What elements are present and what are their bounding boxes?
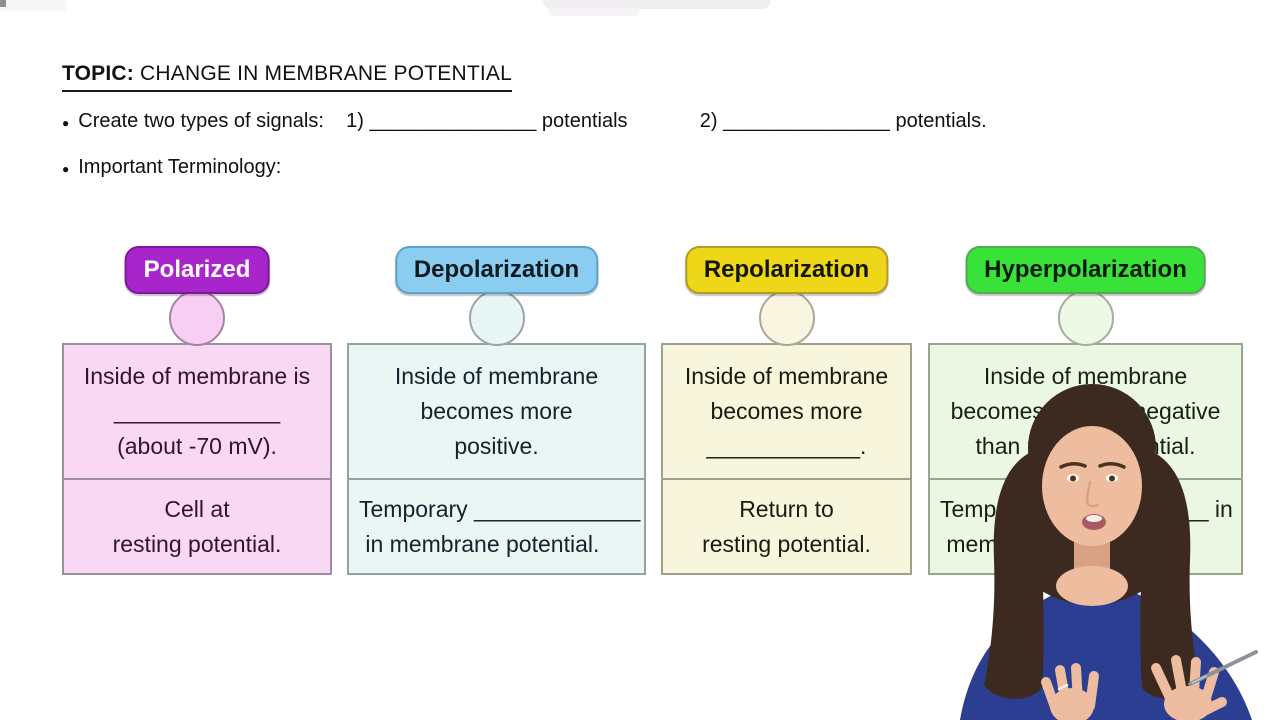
bullet-important-terminology-text: Important Terminology:: [78, 156, 282, 178]
presenter-chest: [1056, 566, 1128, 606]
note-line: Return to: [739, 495, 834, 522]
bullet-create-signals: ● Create two types of signals: 1) ______…: [62, 110, 987, 133]
definition-line: becomes more: [420, 398, 573, 424]
definition-line: becomes more: [710, 398, 863, 424]
term-pill-repolarization: Repolarization: [684, 246, 889, 294]
presenter-left-palm: [1050, 688, 1094, 720]
presenter-hair-lock-left: [984, 450, 1044, 699]
note-section: Temporary _____________ in membrane pote…: [349, 478, 644, 573]
term-card-body: Inside of membrane becomes more positive…: [347, 343, 646, 575]
term-card-polarized: Polarized Inside of membrane is ________…: [62, 246, 332, 576]
top-center-artifact-smudge: [548, 8, 640, 16]
bullet-icon: ●: [62, 161, 70, 176]
presenter-right-palm: [1164, 686, 1212, 720]
topic-title: CHANGE IN MEMBRANE POTENTIAL: [133, 62, 513, 85]
term-title: Repolarization: [703, 256, 870, 283]
presenter-eye: [1109, 475, 1115, 482]
presenter-overlay: [960, 384, 1258, 720]
presenter-teeth: [1086, 515, 1102, 522]
presenter-nose: [1085, 480, 1100, 508]
connector-circle: [169, 290, 225, 346]
note-line: resting potential.: [112, 530, 282, 557]
topic-heading: TOPIC: CHANGE IN MEMBRANE POTENTIAL: [62, 62, 513, 92]
presenter-eyebrow: [1059, 462, 1087, 469]
top-left-corner-mark: [0, 0, 6, 7]
definition-line: (about -70 mV).: [117, 433, 277, 459]
definition-section: Inside of membrane becomes more ________…: [663, 345, 910, 478]
presenter-eyebrow: [1098, 462, 1126, 469]
presenter-face: [1042, 426, 1142, 546]
definition-line: positive.: [454, 433, 539, 459]
term-title: Hyperpolarization: [984, 256, 1187, 283]
fill-in-blank: ____________.: [706, 433, 867, 459]
term-title: Depolarization: [413, 256, 580, 283]
presenter-hair-lock-right: [1140, 450, 1200, 699]
definition-line: Inside of membrane: [394, 363, 599, 389]
note-line: Cell at: [164, 495, 230, 522]
definition-line: Inside of membrane: [684, 363, 889, 389]
top-center-artifact: [543, 0, 771, 9]
term-pill-depolarization: Depolarization: [394, 246, 599, 294]
presenter-ring: [1057, 683, 1069, 691]
top-left-artifact: [0, 0, 66, 11]
connector-circle: [1057, 290, 1114, 346]
definition-line: Inside of membrane is: [83, 363, 311, 389]
note-section: Cell at resting potential.: [64, 478, 330, 573]
bullet-create-signals-text: Create two types of signals: 1) ________…: [78, 110, 987, 132]
note-line: in membrane potential.: [359, 530, 600, 557]
connector-circle: [468, 290, 525, 346]
bullet-important-terminology: ● Important Terminology:: [62, 156, 281, 179]
note-line-with-blank: Temporary _____________: [359, 495, 641, 522]
term-card-body: Inside of membrane becomes more ________…: [661, 343, 912, 575]
topic-label: TOPIC:: [62, 62, 134, 85]
definition-section: Inside of membrane becomes more positive…: [349, 345, 644, 478]
pen-highlight: [1191, 675, 1207, 684]
term-pill-hyperpolarization: Hyperpolarization: [965, 246, 1206, 294]
note-section: Return to resting potential.: [663, 478, 910, 573]
connector-circle: [758, 290, 815, 346]
term-card-body: Inside of membrane is _____________ (abo…: [62, 343, 332, 575]
definition-section: Inside of membrane is _____________ (abo…: [64, 345, 330, 478]
presenter-eye: [1070, 475, 1076, 482]
fill-in-blank: _____________: [113, 398, 281, 424]
note-line: resting potential.: [702, 530, 871, 557]
term-card-depolarization: Depolarization Inside of membrane become…: [347, 246, 646, 576]
term-title: Polarized: [143, 256, 251, 283]
bullet-icon: ●: [62, 115, 70, 130]
term-pill-polarized: Polarized: [124, 246, 270, 294]
term-card-repolarization: Repolarization Inside of membrane become…: [661, 246, 912, 576]
